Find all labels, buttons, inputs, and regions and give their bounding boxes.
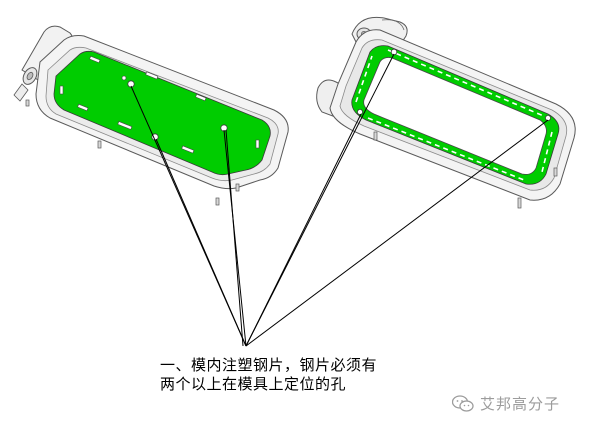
left-positioning-holes	[121, 75, 228, 141]
left-steel-insert	[53, 50, 271, 176]
wechat-bubbles-icon	[451, 394, 474, 413]
pointer-line-4	[225, 129, 244, 347]
left-molded-part	[13, 25, 289, 206]
left-insert-slots	[59, 55, 260, 154]
left-frame-pins	[25, 99, 240, 206]
pointer-line-6	[245, 113, 362, 347]
caption-line-2: 两个以上在模具上定位的孔	[160, 375, 347, 393]
watermark-text: 艾邦高分子	[480, 395, 561, 413]
right-molded-part	[316, 16, 576, 209]
right-hole-2	[356, 109, 363, 116]
right-hole-1	[390, 48, 398, 56]
watermark: 艾邦高分子	[451, 393, 561, 414]
pointer-line-2	[155, 138, 247, 347]
pointer-lines	[130, 53, 549, 347]
right-frame-pins	[373, 131, 558, 209]
pointer-line-7	[245, 119, 549, 347]
right-ring-opening	[363, 57, 547, 175]
caption-line-1: 一、模内注塑钢片，钢片必须有	[160, 356, 378, 374]
caption: 一、模内注塑钢片，钢片必须有 两个以上在模具上定位的孔	[160, 356, 377, 394]
right-hole-3	[545, 115, 552, 122]
right-ring-slots	[355, 49, 553, 181]
